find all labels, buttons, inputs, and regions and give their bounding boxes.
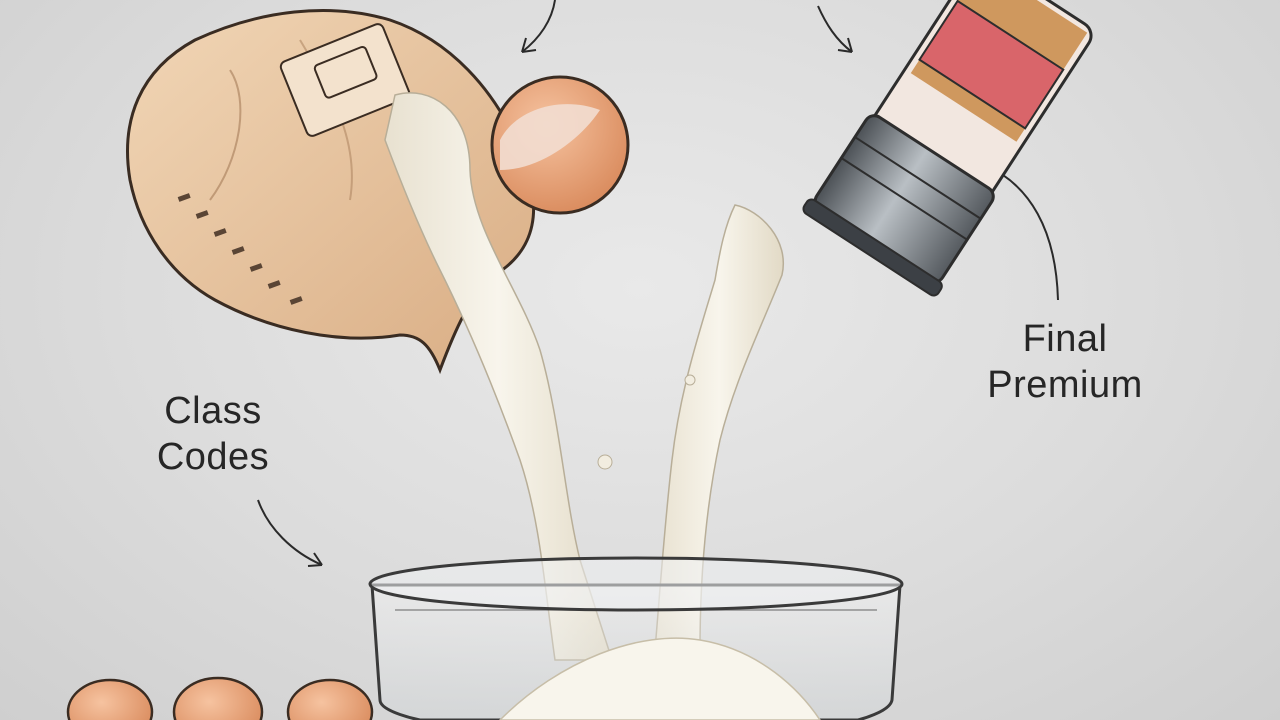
- eggs-icon: [66, 676, 374, 720]
- final-premium-label: Final Premium: [965, 316, 1165, 408]
- class-codes-line2: Codes: [156, 436, 270, 478]
- spice-shaker-icon: [802, 0, 1093, 297]
- class-codes-label: Class Codes: [108, 388, 318, 480]
- final-premium-line1: Final: [1022, 318, 1108, 360]
- egg-shell-icon: [490, 75, 630, 215]
- flour-bag-label: [279, 23, 411, 137]
- class-codes-line1: Class: [164, 390, 262, 432]
- arrow-class-codes: [257, 499, 323, 566]
- glass-bowl-icon: [368, 556, 904, 720]
- arrow-to-bag: [521, 0, 556, 53]
- arrow-to-shaker-head: [837, 37, 853, 53]
- arrow-to-bag-head: [521, 37, 537, 53]
- arrow-class-codes-head: [307, 552, 323, 567]
- final-premium-line2: Premium: [987, 364, 1143, 406]
- arrow-to-shaker: [817, 5, 853, 53]
- shaker-label: [918, 0, 1065, 130]
